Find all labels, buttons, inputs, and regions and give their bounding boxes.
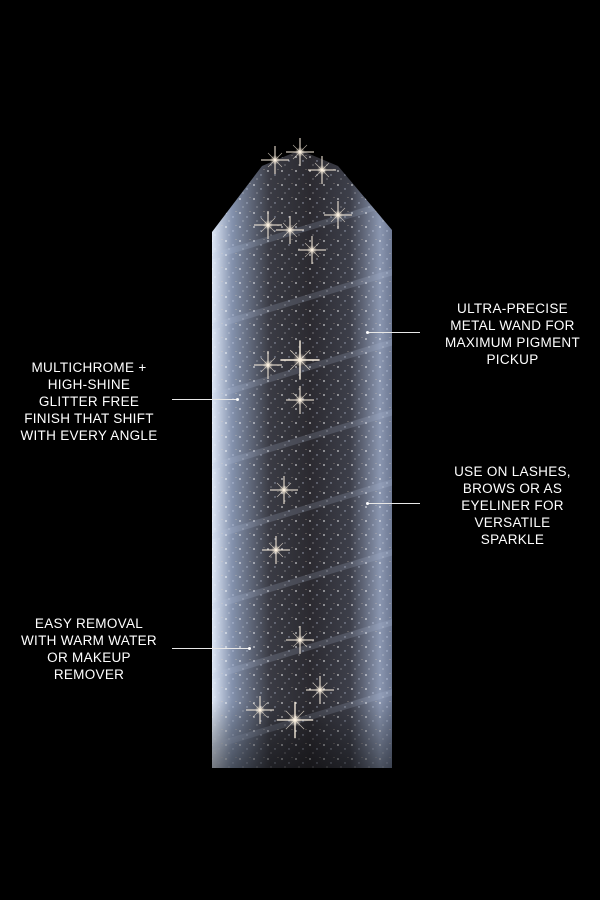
callout-wand-leader: [368, 332, 420, 333]
callout-usage-leader: [368, 503, 420, 504]
callout-finish-line-2: HIGH-SHINE: [47, 377, 131, 392]
callout-wand: ULTRA-PRECISE METAL WAND FOR MAXIMUM PIG…: [425, 300, 600, 368]
callout-finish-line-4: FINISH THAT SHIFT: [24, 411, 154, 426]
callout-finish-dot: [236, 398, 239, 401]
callout-removal: EASY REMOVAL WITH WARM WATER OR MAKEUP R…: [0, 615, 178, 683]
callout-finish: MULTICHROME + HIGH-SHINE GLITTER FREE FI…: [0, 359, 178, 444]
callout-usage-line-1: USE ON LASHES,: [454, 464, 571, 479]
callout-usage-line-3: EYELINER FOR: [461, 498, 564, 513]
callout-usage-dot: [366, 502, 369, 505]
callout-wand-line-2: METAL WAND FOR: [450, 318, 575, 333]
callout-usage-line-4: VERSATILE: [474, 515, 551, 530]
callout-wand-dot: [366, 331, 369, 334]
callout-wand-line-1: ULTRA-PRECISE: [457, 301, 568, 316]
callout-finish-line-3: GLITTER FREE: [38, 394, 140, 409]
callout-removal-line-3: OR MAKEUP: [47, 650, 131, 665]
callout-usage-line-2: BROWS OR AS: [462, 481, 563, 496]
callout-finish-line-5: WITH EVERY ANGLE: [20, 428, 158, 443]
callout-removal-dot: [248, 647, 251, 650]
callout-usage: USE ON LASHES, BROWS OR AS EYELINER FOR …: [425, 463, 600, 548]
callout-removal-line-2: WITH WARM WATER: [21, 633, 157, 648]
callout-usage-line-5: SPARKLE: [480, 532, 545, 547]
callout-finish-leader: [172, 399, 238, 400]
callout-removal-leader: [172, 648, 250, 649]
callout-removal-line-1: EASY REMOVAL: [34, 616, 144, 631]
callout-wand-line-3: MAXIMUM PIGMENT: [445, 335, 580, 350]
callout-wand-line-4: PICKUP: [486, 352, 539, 367]
callout-finish-line-1: MULTICHROME +: [31, 360, 147, 375]
callout-removal-line-4: REMOVER: [53, 667, 125, 682]
